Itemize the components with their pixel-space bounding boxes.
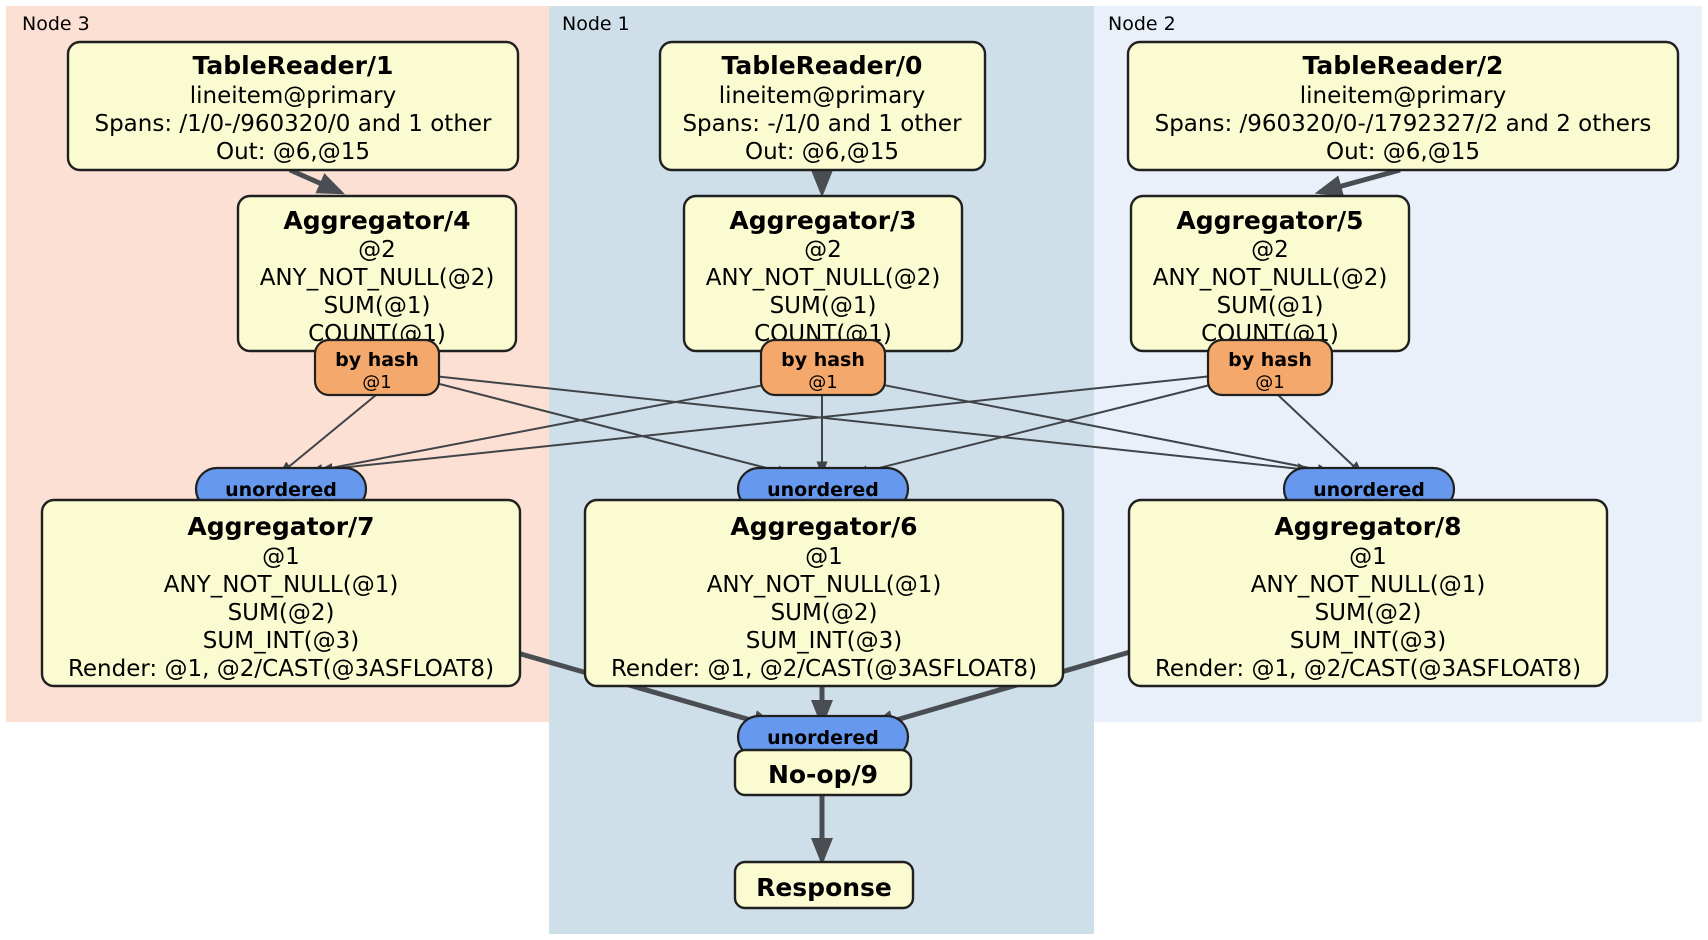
- router-sublabel: @1: [808, 372, 837, 393]
- edge-hash4-unordered8: [423, 374, 1312, 475]
- edge-hash5-unordered7: [318, 374, 1223, 475]
- processor-line-2: SUM(@1): [1217, 293, 1324, 319]
- processor-line-2: SUM(@1): [324, 293, 431, 319]
- processor-line-0: @1: [1349, 544, 1387, 570]
- processor-line-4: Render: @1, @2/CAST(@3ASFLOAT8): [611, 656, 1037, 682]
- processor-title: Aggregator/4: [283, 206, 470, 235]
- processor-line-0: @1: [262, 544, 300, 570]
- processor-aggregator8[interactable]: Aggregator/8 @1 ANY_NOT_NULL(@1) SUM(@2)…: [1127, 498, 1609, 688]
- processor-title: Aggregator/5: [1176, 206, 1363, 235]
- processor-line-0: @1: [805, 544, 843, 570]
- processor-line-0: lineitem@primary: [1300, 83, 1506, 109]
- processor-line-0: @2: [358, 237, 396, 263]
- processor-aggregator6[interactable]: Aggregator/6 @1 ANY_NOT_NULL(@1) SUM(@2)…: [583, 498, 1065, 688]
- processor-box[interactable]: [1127, 498, 1609, 688]
- processor-line-3: SUM_INT(@3): [203, 628, 359, 654]
- processor-line-1: ANY_NOT_NULL(@2): [1153, 265, 1388, 291]
- edge-agg8-unordered9: [866, 649, 1131, 732]
- edge-tr1-agg4: [288, 167, 346, 195]
- processor-line-1: Spans: /1/0-/960320/0 and 1 other: [94, 111, 492, 137]
- processor-line-1: ANY_NOT_NULL(@1): [707, 572, 942, 598]
- router-label: by hash: [1228, 349, 1312, 371]
- node-panel-label-node2: Node 2: [1108, 13, 1176, 35]
- processor-line-4: Render: @1, @2/CAST(@3ASFLOAT8): [68, 656, 494, 682]
- edge-agg7-unordered9: [513, 649, 781, 732]
- sync-label: unordered: [225, 479, 337, 501]
- processor-line-3: SUM_INT(@3): [746, 628, 902, 654]
- processor-line-1: ANY_NOT_NULL(@1): [164, 572, 399, 598]
- sync-label: unordered: [767, 727, 879, 749]
- processor-aggregator4[interactable]: Aggregator/4 @2 ANY_NOT_NULL(@2) SUM(@1)…: [236, 194, 518, 353]
- node-panel-label-node3: Node 3: [22, 13, 90, 35]
- processor-line-0: @2: [804, 237, 842, 263]
- node-panel-label-node1: Node 1: [562, 13, 630, 35]
- processor-aggregator5[interactable]: Aggregator/5 @2 ANY_NOT_NULL(@2) SUM(@1)…: [1129, 194, 1411, 353]
- sync-label: unordered: [767, 479, 879, 501]
- processor-line-0: @2: [1251, 237, 1289, 263]
- edge-hash4-unordered6: [423, 379, 792, 477]
- processor-line-2: Out: @6,@15: [1326, 139, 1480, 165]
- processor-box[interactable]: [733, 860, 915, 910]
- processor-box[interactable]: [658, 40, 987, 172]
- processor-line-1: Spans: -/1/0 and 1 other: [682, 111, 962, 137]
- edge-hash3-unordered7: [308, 381, 781, 476]
- processor-line-2: Out: @6,@15: [745, 139, 899, 165]
- processor-aggregator3[interactable]: Aggregator/3 @2 ANY_NOT_NULL(@2) SUM(@1)…: [682, 194, 964, 353]
- processor-tablereader2[interactable]: TableReader/2 lineitem@primary Spans: /9…: [1126, 40, 1680, 172]
- processor-line-1: ANY_NOT_NULL(@2): [706, 265, 941, 291]
- processor-box[interactable]: [40, 498, 522, 688]
- router-badge[interactable]: [313, 338, 441, 397]
- edge-hash4-unordered7: [278, 394, 377, 475]
- router-label: by hash: [781, 349, 865, 371]
- processor-line-3: SUM_INT(@3): [1290, 628, 1446, 654]
- router-sublabel: @1: [362, 372, 391, 393]
- processor-line-2: SUM(@1): [770, 293, 877, 319]
- processor-tablereader1[interactable]: TableReader/1 lineitem@primary Spans: /1…: [66, 40, 520, 172]
- processor-line-0: lineitem@primary: [719, 83, 925, 109]
- processor-box[interactable]: [1126, 40, 1680, 172]
- edge-hash3-unordered8: [867, 381, 1332, 476]
- processor-box[interactable]: [583, 498, 1065, 688]
- processor-title: No-op/9: [768, 760, 878, 789]
- processor-title: Response: [756, 873, 892, 902]
- router-hash-aggregator3[interactable]: by hash @1: [759, 338, 887, 397]
- edge-hash5-unordered8: [1277, 394, 1364, 475]
- processor-line-2: SUM(@2): [228, 600, 335, 626]
- processor-title: TableReader/0: [722, 51, 923, 80]
- processor-title: Aggregator/3: [729, 206, 916, 235]
- processor-title: Aggregator/6: [730, 512, 917, 541]
- processor-title: TableReader/2: [1303, 51, 1504, 80]
- sync-label: unordered: [1313, 479, 1425, 501]
- processor-box[interactable]: [733, 748, 913, 797]
- edge-tr2-agg5: [1314, 167, 1401, 197]
- processor-line-2: SUM(@2): [771, 600, 878, 626]
- processor-line-1: ANY_NOT_NULL(@1): [1251, 572, 1486, 598]
- processor-line-0: lineitem@primary: [190, 83, 396, 109]
- processor-line-1: Spans: /960320/0-/1792327/2 and 2 others: [1155, 111, 1652, 137]
- processor-tablereader0[interactable]: TableReader/0 lineitem@primary Spans: -/…: [658, 40, 987, 172]
- processor-line-2: SUM(@2): [1315, 600, 1422, 626]
- edge-hash5-unordered6: [853, 381, 1223, 477]
- router-hash-aggregator5[interactable]: by hash @1: [1206, 338, 1334, 397]
- router-sublabel: @1: [1255, 372, 1284, 393]
- processor-title: Aggregator/8: [1274, 512, 1461, 541]
- synchronizer-unordered-noop9[interactable]: unordered: [736, 714, 910, 760]
- router-badge[interactable]: [759, 338, 887, 397]
- processor-title: Aggregator/7: [187, 512, 374, 541]
- processor-line-1: ANY_NOT_NULL(@2): [260, 265, 495, 291]
- processor-title: TableReader/1: [193, 51, 394, 80]
- processor-line-2: Out: @6,@15: [216, 139, 370, 165]
- processor-aggregator7[interactable]: Aggregator/7 @1 ANY_NOT_NULL(@1) SUM(@2)…: [40, 498, 522, 688]
- router-hash-aggregator4[interactable]: by hash @1: [313, 338, 441, 397]
- processor-response[interactable]: Response: [733, 860, 915, 910]
- router-label: by hash: [335, 349, 419, 371]
- processor-line-4: Render: @1, @2/CAST(@3ASFLOAT8): [1155, 656, 1581, 682]
- processor-noop9[interactable]: No-op/9: [733, 748, 913, 797]
- processor-box[interactable]: [66, 40, 520, 172]
- router-badge[interactable]: [1206, 338, 1334, 397]
